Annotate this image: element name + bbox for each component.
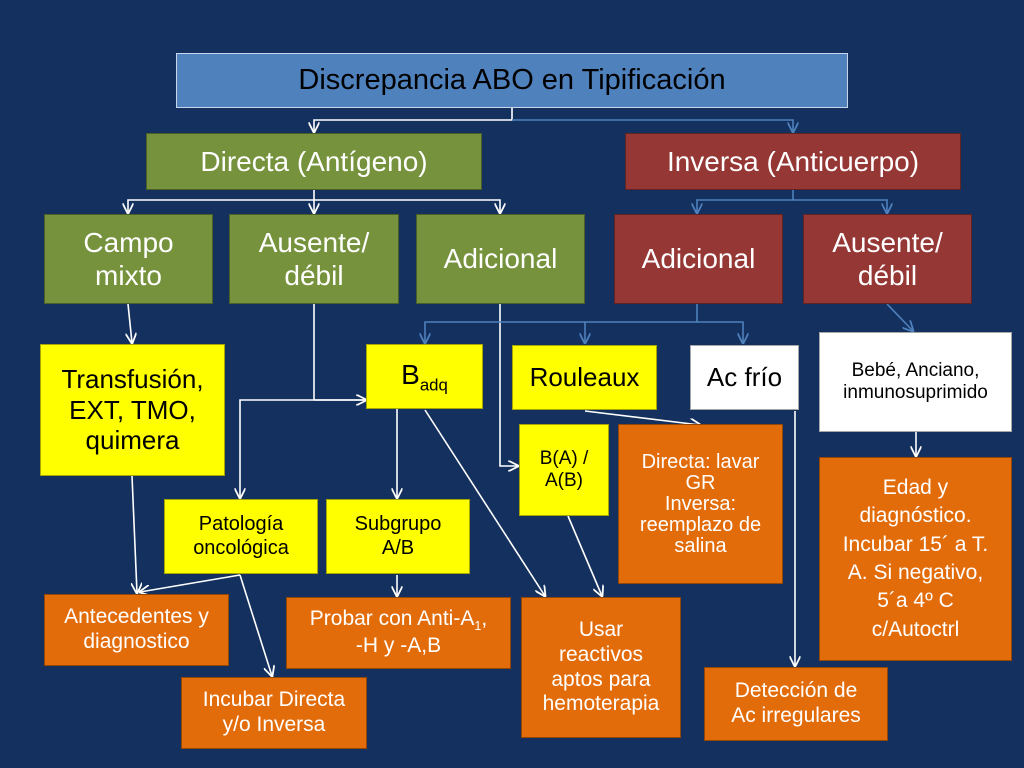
link-badq-usar: [424, 409, 545, 596]
ac-frio-text: Ac frío: [706, 362, 783, 393]
title-box: Discrepancia ABO en Tipificación: [176, 53, 848, 108]
title-text: Discrepancia ABO en Tipificación: [298, 64, 726, 97]
incubar-line: y/o Inversa: [222, 713, 326, 736]
link-adicional-inv-acfrio: [697, 321, 743, 343]
rouleaux-box: Rouleaux: [512, 345, 657, 410]
ba-ab-line: A(B): [545, 470, 583, 491]
badq-text: Badq: [401, 358, 448, 395]
ausente-inversa-line: débil: [857, 260, 918, 291]
link-directa-adicional: [314, 199, 500, 213]
usar-line: reactivos: [558, 642, 644, 666]
link-adicional-ba: [499, 304, 518, 466]
directa-lavar-line: Directa: lavar: [641, 450, 760, 473]
patologia-line: Patología: [198, 512, 284, 535]
patologia-line: oncológica: [193, 536, 289, 559]
antecedentes-line: diagnostico: [83, 630, 190, 653]
subgrupo-box: Subgrupo A/B: [326, 499, 470, 574]
usar-line: aptos para: [551, 667, 651, 691]
directa-lavar-box: Directa: lavar GR Inversa: reemplazo de …: [618, 424, 783, 584]
adicional-inversa-text: Adicional: [641, 243, 756, 275]
edad-line: Incubar 15´ a T.: [842, 532, 989, 556]
ausente-directa-line: Ausente/: [258, 226, 370, 258]
inversa-text: Inversa (Anticuerpo): [666, 145, 920, 177]
incubar-line: Incubar Directa: [202, 688, 346, 712]
adicional-directa-text: Adicional: [443, 243, 558, 275]
badq-box: Badq: [366, 344, 483, 409]
rouleaux-text: Rouleaux: [529, 362, 640, 393]
directa-box: Directa (Antígeno): [146, 133, 482, 190]
link-rouleaux-directa: [584, 410, 700, 425]
antecedentes-box: Antecedentes y diagnostico: [44, 594, 229, 666]
inversa-box: Inversa (Anticuerpo): [625, 133, 961, 190]
ac-frio-box: Ac frío: [690, 345, 799, 410]
transfusion-box: Transfusión, EXT, TMO, quimera: [40, 344, 225, 476]
bebe-line: Bebé, Anciano,: [851, 359, 980, 381]
directa-lavar-line: salina: [674, 534, 727, 557]
adicional-inversa-box: Adicional: [614, 214, 783, 304]
link-ausente-subgrupo: [314, 399, 397, 498]
transfusion-line: Transfusión,: [61, 363, 204, 394]
bebe-box: Bebé, Anciano, inmunosuprimido: [819, 332, 1012, 432]
directa-text: Directa (Antígeno): [200, 145, 428, 177]
probar-line: -H y -A,B: [355, 634, 442, 658]
link-inversa-ausente: [793, 199, 887, 213]
subgrupo-line: Subgrupo: [354, 512, 442, 535]
edad-line: Edad y: [882, 475, 949, 499]
link-title-inversa: [512, 119, 793, 132]
patologia-box: Patología oncológica: [164, 499, 318, 574]
probar-line: Probar con Anti-A1,: [309, 607, 488, 634]
directa-lavar-line: Inversa:: [664, 492, 737, 515]
link-ba-usar: [567, 515, 602, 596]
deteccion-box: Detección de Ac irregulares: [704, 667, 888, 741]
campo-mixto-line: Campo: [83, 226, 174, 258]
ba-ab-box: B(A) / A(B): [519, 424, 609, 516]
probar-box: Probar con Anti-A1, -H y -A,B: [286, 597, 511, 669]
edad-line: diagnóstico.: [859, 504, 972, 528]
link-adicional-inv-stem: [425, 304, 698, 343]
deteccion-line: Ac irregulares: [731, 704, 861, 727]
edad-box: Edad y diagnóstico. Incubar 15´ a T. A. …: [819, 457, 1012, 661]
edad-line: A. Si negativo,: [847, 561, 984, 584]
subgrupo-line: A/B: [381, 536, 415, 559]
link-inversa-branch: [697, 190, 794, 213]
link-patologia-antecedentes: [140, 574, 241, 592]
incubar-box: Incubar Directa y/o Inversa: [181, 677, 367, 749]
link-directa-branch: [128, 190, 315, 213]
ba-ab-line: B(A) /: [539, 447, 589, 469]
ausente-directa-box: Ausente/ débil: [229, 214, 399, 304]
link-ausente-inv-bebe: [886, 303, 913, 331]
deteccion-line: Detección de: [734, 679, 858, 703]
transfusion-line: EXT, TMO,: [69, 394, 196, 425]
edad-line: c/Autoctrl: [871, 617, 960, 641]
directa-lavar-line: reemplazo de: [639, 513, 762, 536]
ausente-directa-line: débil: [284, 260, 344, 291]
bebe-line: inmunosuprimido: [843, 382, 988, 403]
directa-lavar-line: GR: [685, 471, 716, 494]
link-title-directa: [314, 108, 513, 132]
campo-mixto-line: mixto: [95, 260, 162, 291]
ausente-inversa-line: Ausente/: [832, 226, 943, 258]
usar-line: hemoterapia: [542, 692, 660, 716]
usar-box: Usar reactivos aptos para hemoterapia: [521, 597, 681, 738]
usar-line: Usar: [578, 617, 624, 641]
ausente-inversa-box: Ausente/ débil: [803, 214, 972, 304]
edad-line: 5´a 4º C: [877, 589, 954, 613]
adicional-directa-box: Adicional: [416, 214, 585, 304]
link-campo-transfusion: [128, 303, 132, 343]
link-patologia-incubar: [239, 574, 272, 676]
campo-mixto-box: Campo mixto: [44, 214, 213, 304]
transfusion-line: quimera: [85, 425, 180, 456]
link-ausente-patologia: [240, 399, 314, 498]
link-transfusion-antecedentes: [132, 475, 137, 593]
antecedentes-line: Antecedentes y: [64, 605, 209, 629]
